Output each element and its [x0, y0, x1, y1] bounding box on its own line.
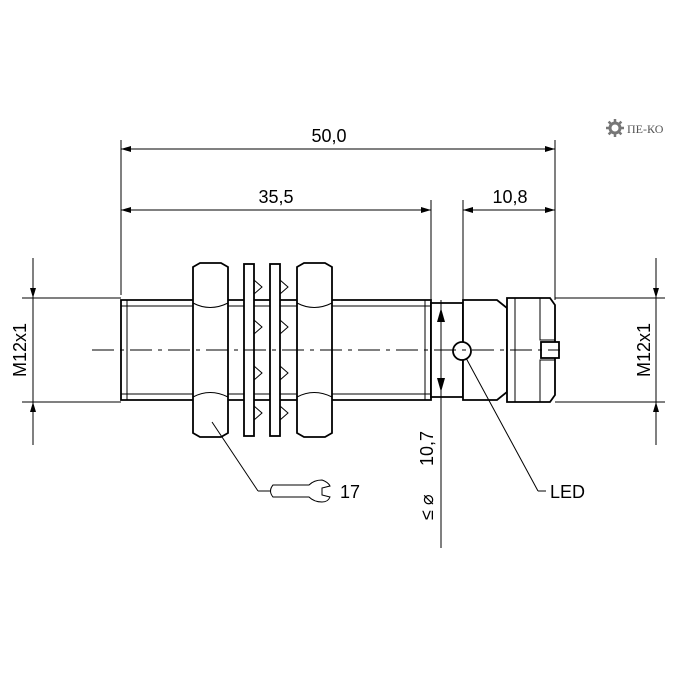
dimension-thread-right: M12x1 — [634, 258, 659, 445]
max-diameter-symbol: ≤ ⌀ — [417, 494, 437, 520]
overall-length-label: 50,0 — [311, 126, 346, 146]
hex-nut-right — [296, 262, 333, 438]
led-callout: LED — [465, 357, 585, 502]
led-window — [452, 341, 472, 361]
dimension-max-diameter: ≤ ⌀ 10,7 — [417, 300, 445, 548]
gear-icon — [606, 119, 624, 137]
wrench-callout: 17 — [211, 421, 360, 503]
thread-left-label: M12x1 — [10, 323, 30, 377]
connector-length-label: 10,8 — [492, 187, 527, 207]
wrench-icon — [270, 479, 331, 503]
led-label: LED — [550, 482, 585, 502]
extension-lines — [22, 140, 665, 403]
logo-text: ПЕ-КО — [627, 122, 664, 136]
dimension-thread-left: M12x1 — [10, 258, 36, 445]
thread-right-label: M12x1 — [634, 323, 654, 377]
thread-length-label: 35,5 — [258, 187, 293, 207]
dimension-overall-length: 50,0 — [121, 126, 555, 152]
dimension-thread-length: 35,5 — [121, 187, 431, 213]
max-diameter-label: 10,7 — [417, 431, 437, 466]
wrench-size-label: 17 — [340, 482, 360, 502]
logo: ПЕ-КО — [606, 119, 664, 137]
dimension-connector-length: 10,8 — [463, 187, 555, 213]
